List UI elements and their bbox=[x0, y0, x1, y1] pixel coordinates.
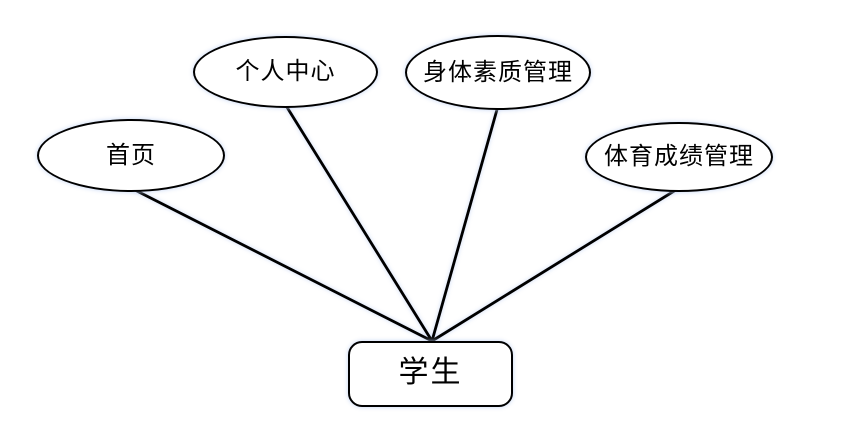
use-case-sports-score-management: 体育成绩管理 bbox=[585, 122, 773, 192]
use-case-personal-center-label: 个人中心 bbox=[235, 57, 336, 85]
connector-sports-student bbox=[430, 186, 681, 343]
use-case-sports-score-management-label: 体育成绩管理 bbox=[604, 142, 754, 170]
connector-fitness-student bbox=[430, 104, 500, 343]
actor-student-box: 学生 bbox=[348, 341, 513, 407]
use-case-physical-fitness-management: 身体素质管理 bbox=[405, 35, 591, 110]
connector-personal-student bbox=[283, 102, 434, 343]
connector-home-student bbox=[129, 186, 434, 343]
use-case-physical-fitness-management-label: 身体素质管理 bbox=[423, 57, 573, 86]
use-case-home-label: 首页 bbox=[106, 140, 156, 169]
use-case-home: 首页 bbox=[37, 119, 225, 192]
use-case-personal-center: 个人中心 bbox=[193, 36, 378, 108]
actor-student-label: 学生 bbox=[398, 355, 463, 390]
